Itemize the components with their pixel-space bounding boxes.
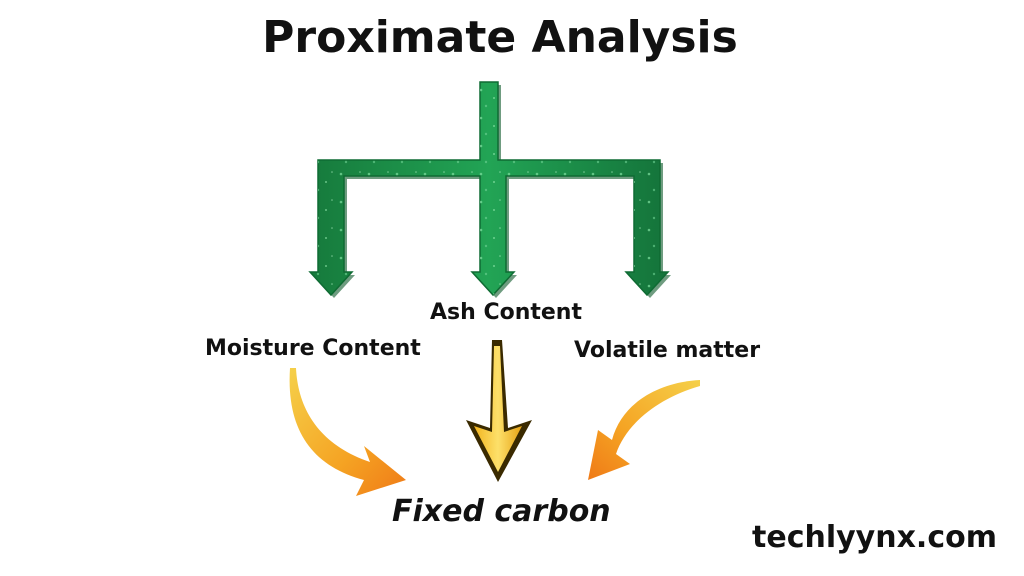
ash-content-label: Ash Content	[430, 300, 582, 325]
page-title: Proximate Analysis	[262, 12, 738, 63]
down-arrow-icon	[466, 340, 532, 482]
curved-arrow-right-icon	[289, 368, 406, 496]
branching-down-arrows-icon	[308, 81, 671, 298]
fixed-carbon-label: Fixed carbon	[392, 494, 611, 529]
volatile-matter-label: Volatile matter	[574, 338, 761, 363]
brand-watermark: techlyynx.com	[752, 520, 997, 555]
moisture-content-label: Moisture Content	[205, 336, 421, 361]
curved-arrow-left-icon	[588, 380, 700, 480]
